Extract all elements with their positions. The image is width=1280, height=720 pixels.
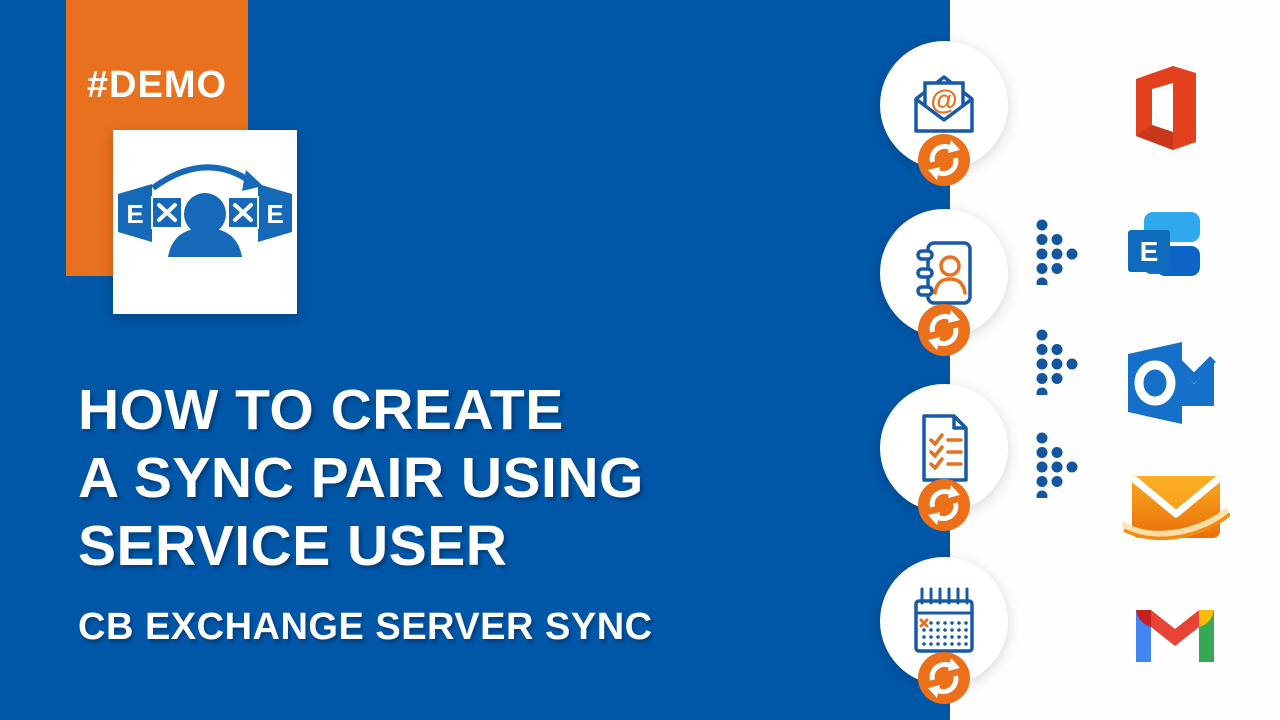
product-logo-card: E E <box>113 130 297 314</box>
at-symbol: @ <box>930 84 957 115</box>
person-shoulders <box>168 228 242 257</box>
exchange-x-arrows-right <box>233 203 253 222</box>
outlook-logo-icon <box>1128 342 1216 424</box>
title-line-1: HOW TO CREATE <box>78 378 564 442</box>
sync-arrows-badge <box>918 652 970 704</box>
calendar-icon <box>914 587 974 653</box>
demo-badge-label: #DEMO <box>86 64 228 106</box>
gmail-logo-icon <box>1136 610 1214 662</box>
exchange-flag-right <box>258 184 292 242</box>
checklist-document-icon <box>922 414 968 482</box>
sync-arc-arrowhead <box>242 170 263 191</box>
person-head <box>184 193 226 235</box>
exchange-letter-right: E <box>266 199 283 229</box>
sync-arrows-badge <box>918 304 970 356</box>
sync-arrows-badge <box>918 479 970 531</box>
calendar-x-mark <box>919 618 929 628</box>
exchange-letter-left: E <box>126 199 143 229</box>
exchange-x-arrows-left <box>157 203 177 222</box>
dotted-arrow-icon <box>1036 432 1078 498</box>
office-logo-icon <box>1136 66 1196 150</box>
page-title: HOW TO CREATE A SYNC PAIR USING SERVICE … <box>78 376 644 580</box>
dotted-arrow-icon <box>1036 329 1078 395</box>
hotmail-logo-icon <box>1122 476 1230 541</box>
sync-item-calendar <box>880 557 1008 685</box>
exchange-logo-icon: E <box>1128 212 1200 276</box>
exchange-user-sync-icon: E E <box>118 164 292 257</box>
title-line-2: A SYNC PAIR USING <box>78 446 644 510</box>
sync-arc <box>151 164 253 191</box>
title-line-3: SERVICE USER <box>78 514 508 578</box>
open-envelope-at-icon: @ <box>914 75 974 133</box>
exchange-logo-letter: E <box>1140 236 1159 267</box>
subtitle: CB EXCHANGE SERVER SYNC <box>78 606 653 648</box>
sync-item-contacts <box>880 209 1008 337</box>
address-book-icon <box>916 241 972 305</box>
sync-arrows-badge <box>918 134 970 186</box>
dotted-arrow-icon <box>1036 219 1078 285</box>
exchange-flag-left <box>118 184 152 242</box>
